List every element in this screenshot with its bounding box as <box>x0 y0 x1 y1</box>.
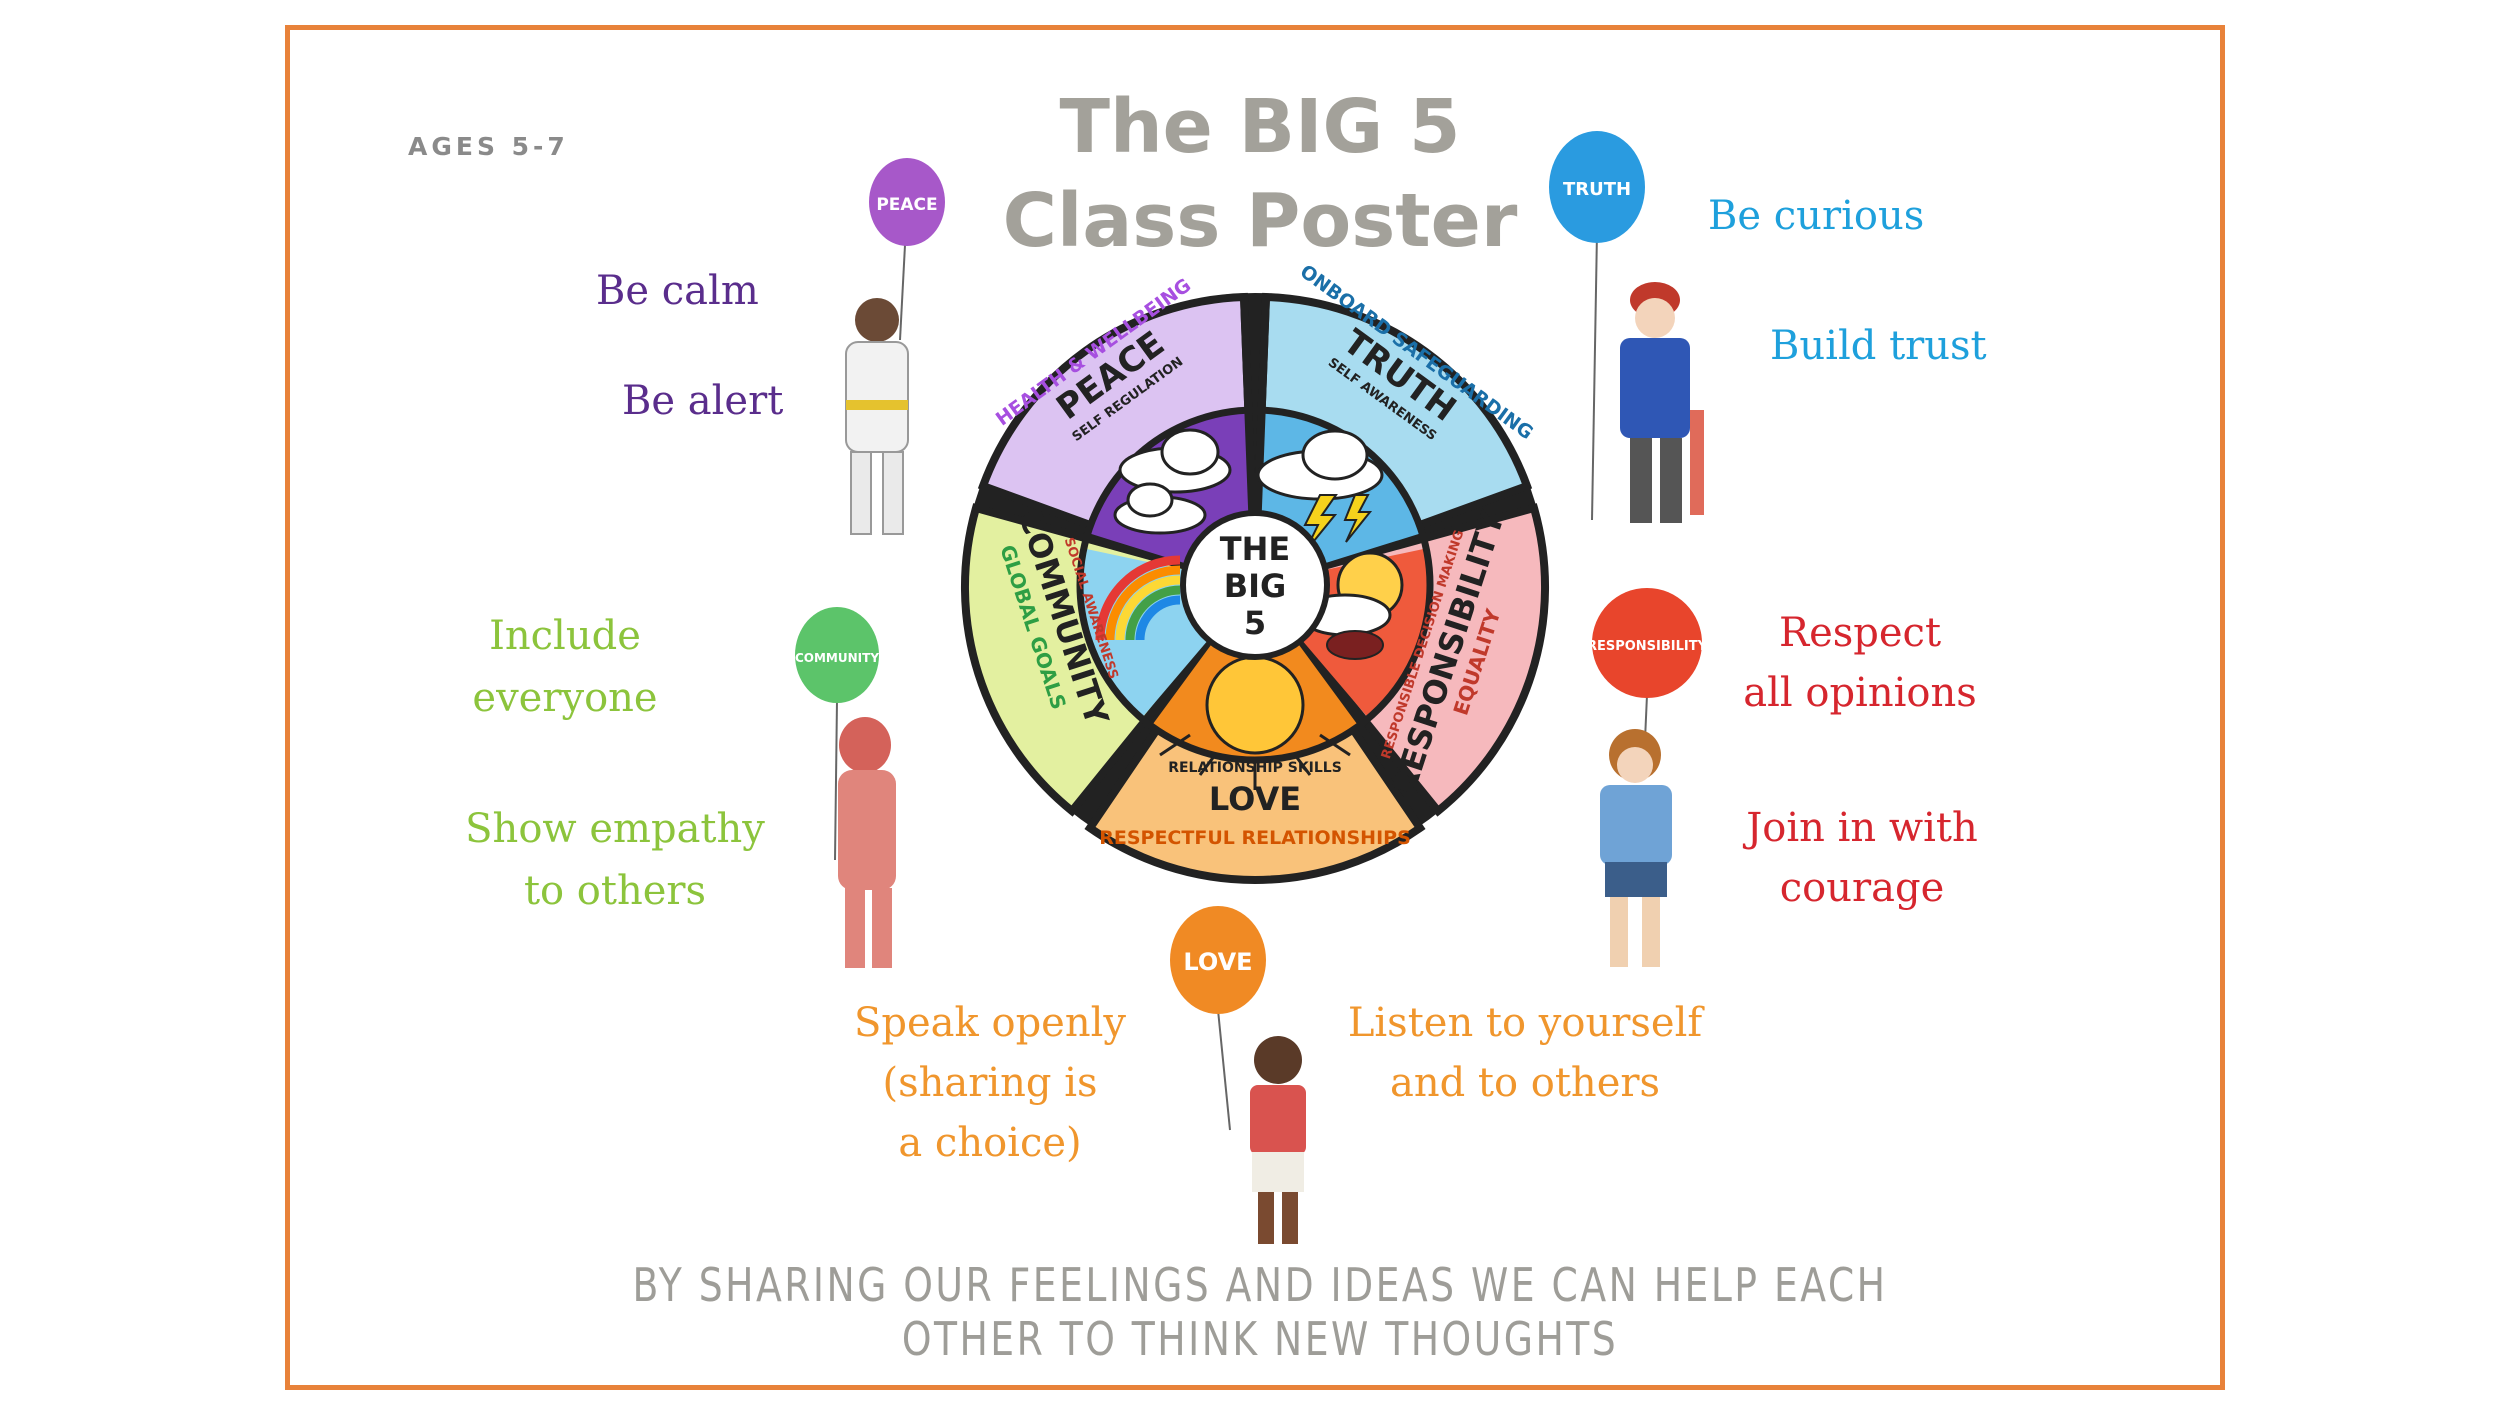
truth-phrase-2: Build trust <box>1770 323 1987 369</box>
wheel-center-2: BIG <box>1224 567 1287 605</box>
wheel-love-title: LOVE <box>1209 780 1301 818</box>
community-phrase-2a: Show empathy <box>465 806 765 852</box>
community-phrase-2b: to others <box>523 868 707 914</box>
responsibility-balloon-label: RESPONSIBILITY <box>1587 639 1708 654</box>
love-right-phrase-2: and to others <box>1389 1060 1661 1106</box>
title-line-2: Class Poster <box>1002 178 1518 264</box>
truth-balloon-label: TRUTH <box>1563 179 1631 200</box>
peace-phrase-2: Be alert <box>622 378 784 424</box>
peace-balloon-label: PEACE <box>876 195 937 215</box>
love-balloon-label: LOVE <box>1183 948 1252 976</box>
peace-balloon-icon <box>869 158 945 246</box>
love-left-phrase-1: Speak openly <box>854 1000 1126 1046</box>
poster-title: The BIG 5 Class Poster <box>1000 80 1520 268</box>
ages-label: AGES 5-7 <box>408 132 569 161</box>
big5-wheel: THE BIG 5 HEALTH & WELLBEING PEACE SELF … <box>960 260 1550 884</box>
community-phrase-1b: everyone <box>472 675 658 721</box>
community-phrase-1a: Include <box>489 613 641 659</box>
truth-balloon-icon <box>1549 131 1645 243</box>
peace-phrase-1: Be calm <box>596 268 759 314</box>
footer-tagline: BY SHARING OUR FEELINGS AND IDEAS WE CAN… <box>632 1258 1888 1366</box>
wheel-love-sub-c: RESPECTFUL RELATIONSHIPS <box>1099 827 1411 849</box>
wheel-center-3: 5 <box>1244 604 1266 642</box>
love-left-phrase-2: (sharing is <box>882 1060 1098 1106</box>
wheel-love-sub-a: RELATIONSHIP SKILLS <box>1168 760 1342 776</box>
wheel-center-1: THE <box>1220 530 1290 568</box>
responsibility-phrase-1b: all opinions <box>1743 670 1977 716</box>
responsibility-child-figure: RESPONSIBILITY <box>1587 588 1708 967</box>
community-child-figure: COMMUNITY <box>795 607 896 968</box>
responsibility-phrase-2a: Join in with <box>1746 805 1978 851</box>
peace-clouds-icon <box>1113 428 1232 535</box>
community-balloon-label: COMMUNITY <box>795 651 879 665</box>
truth-child-figure: TRUTH <box>1549 131 1704 523</box>
love-left-phrase-3: a choice) <box>898 1120 1082 1166</box>
title-line-1: The BIG 5 <box>1059 84 1461 170</box>
love-child-figure: LOVE <box>1170 906 1306 1244</box>
love-right-phrase-1: Listen to yourself <box>1347 1000 1703 1046</box>
responsibility-phrase-2b: courage <box>1779 865 1945 911</box>
storm-cloud-icon <box>1256 429 1384 553</box>
rainbow-icon <box>1095 555 1181 641</box>
sun-cloud-icon <box>1298 551 1404 660</box>
truth-phrase-1: Be curious <box>1708 193 1925 239</box>
community-balloon-icon <box>795 607 879 703</box>
love-balloon-icon <box>1170 906 1266 1014</box>
peace-child-figure: PEACE <box>845 158 945 535</box>
responsibility-phrase-1a: Respect <box>1778 610 1942 656</box>
responsibility-balloon-icon <box>1592 588 1702 698</box>
